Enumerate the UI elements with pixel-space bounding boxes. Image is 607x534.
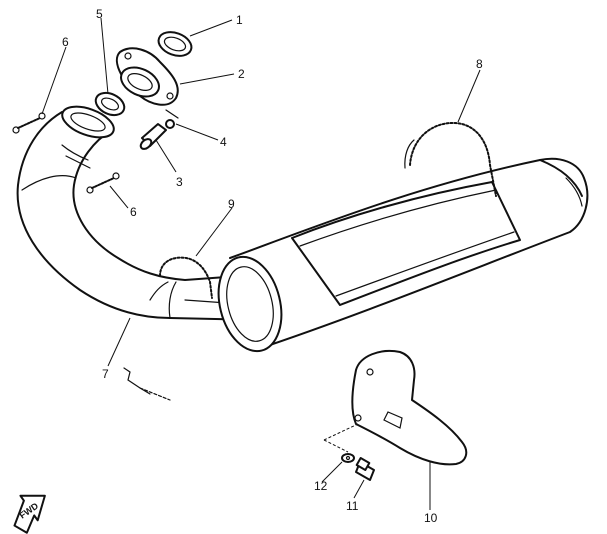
gasket-inner	[94, 91, 126, 117]
forward-direction-arrow: FWD	[13, 494, 46, 534]
callout-5: 5	[96, 7, 103, 21]
callout-labels: 1 2 3 4 5 6 6 7 8 9 10 11 12	[62, 7, 483, 525]
callout-2: 2	[238, 67, 245, 81]
callout-3: 3	[176, 175, 183, 189]
muffler-wire-spring	[404, 121, 497, 197]
bracket-washer	[341, 453, 355, 463]
callout-11: 11	[346, 499, 359, 513]
callout-6-upper: 6	[62, 35, 69, 49]
leader-lines	[41, 17, 481, 510]
flange-bolt	[139, 123, 167, 150]
spring-lower	[86, 172, 120, 194]
callout-8: 8	[476, 57, 483, 71]
exhaust-flange	[115, 47, 179, 106]
callout-9: 9	[228, 197, 235, 211]
muffler	[217, 157, 589, 353]
pipe-mount-detail	[123, 367, 171, 401]
callout-6-lower: 6	[130, 205, 137, 219]
callout-10: 10	[424, 511, 438, 525]
pipe-wire-spring	[159, 256, 213, 299]
gasket-outer	[157, 31, 193, 57]
callout-12: 12	[314, 479, 328, 493]
exhaust-pipe	[16, 105, 265, 321]
callout-4: 4	[220, 135, 227, 149]
muffler-bracket	[351, 350, 468, 466]
callout-7: 7	[102, 367, 109, 381]
callout-1: 1	[236, 13, 243, 27]
washer	[165, 109, 179, 129]
bracket-bolt	[355, 457, 375, 481]
